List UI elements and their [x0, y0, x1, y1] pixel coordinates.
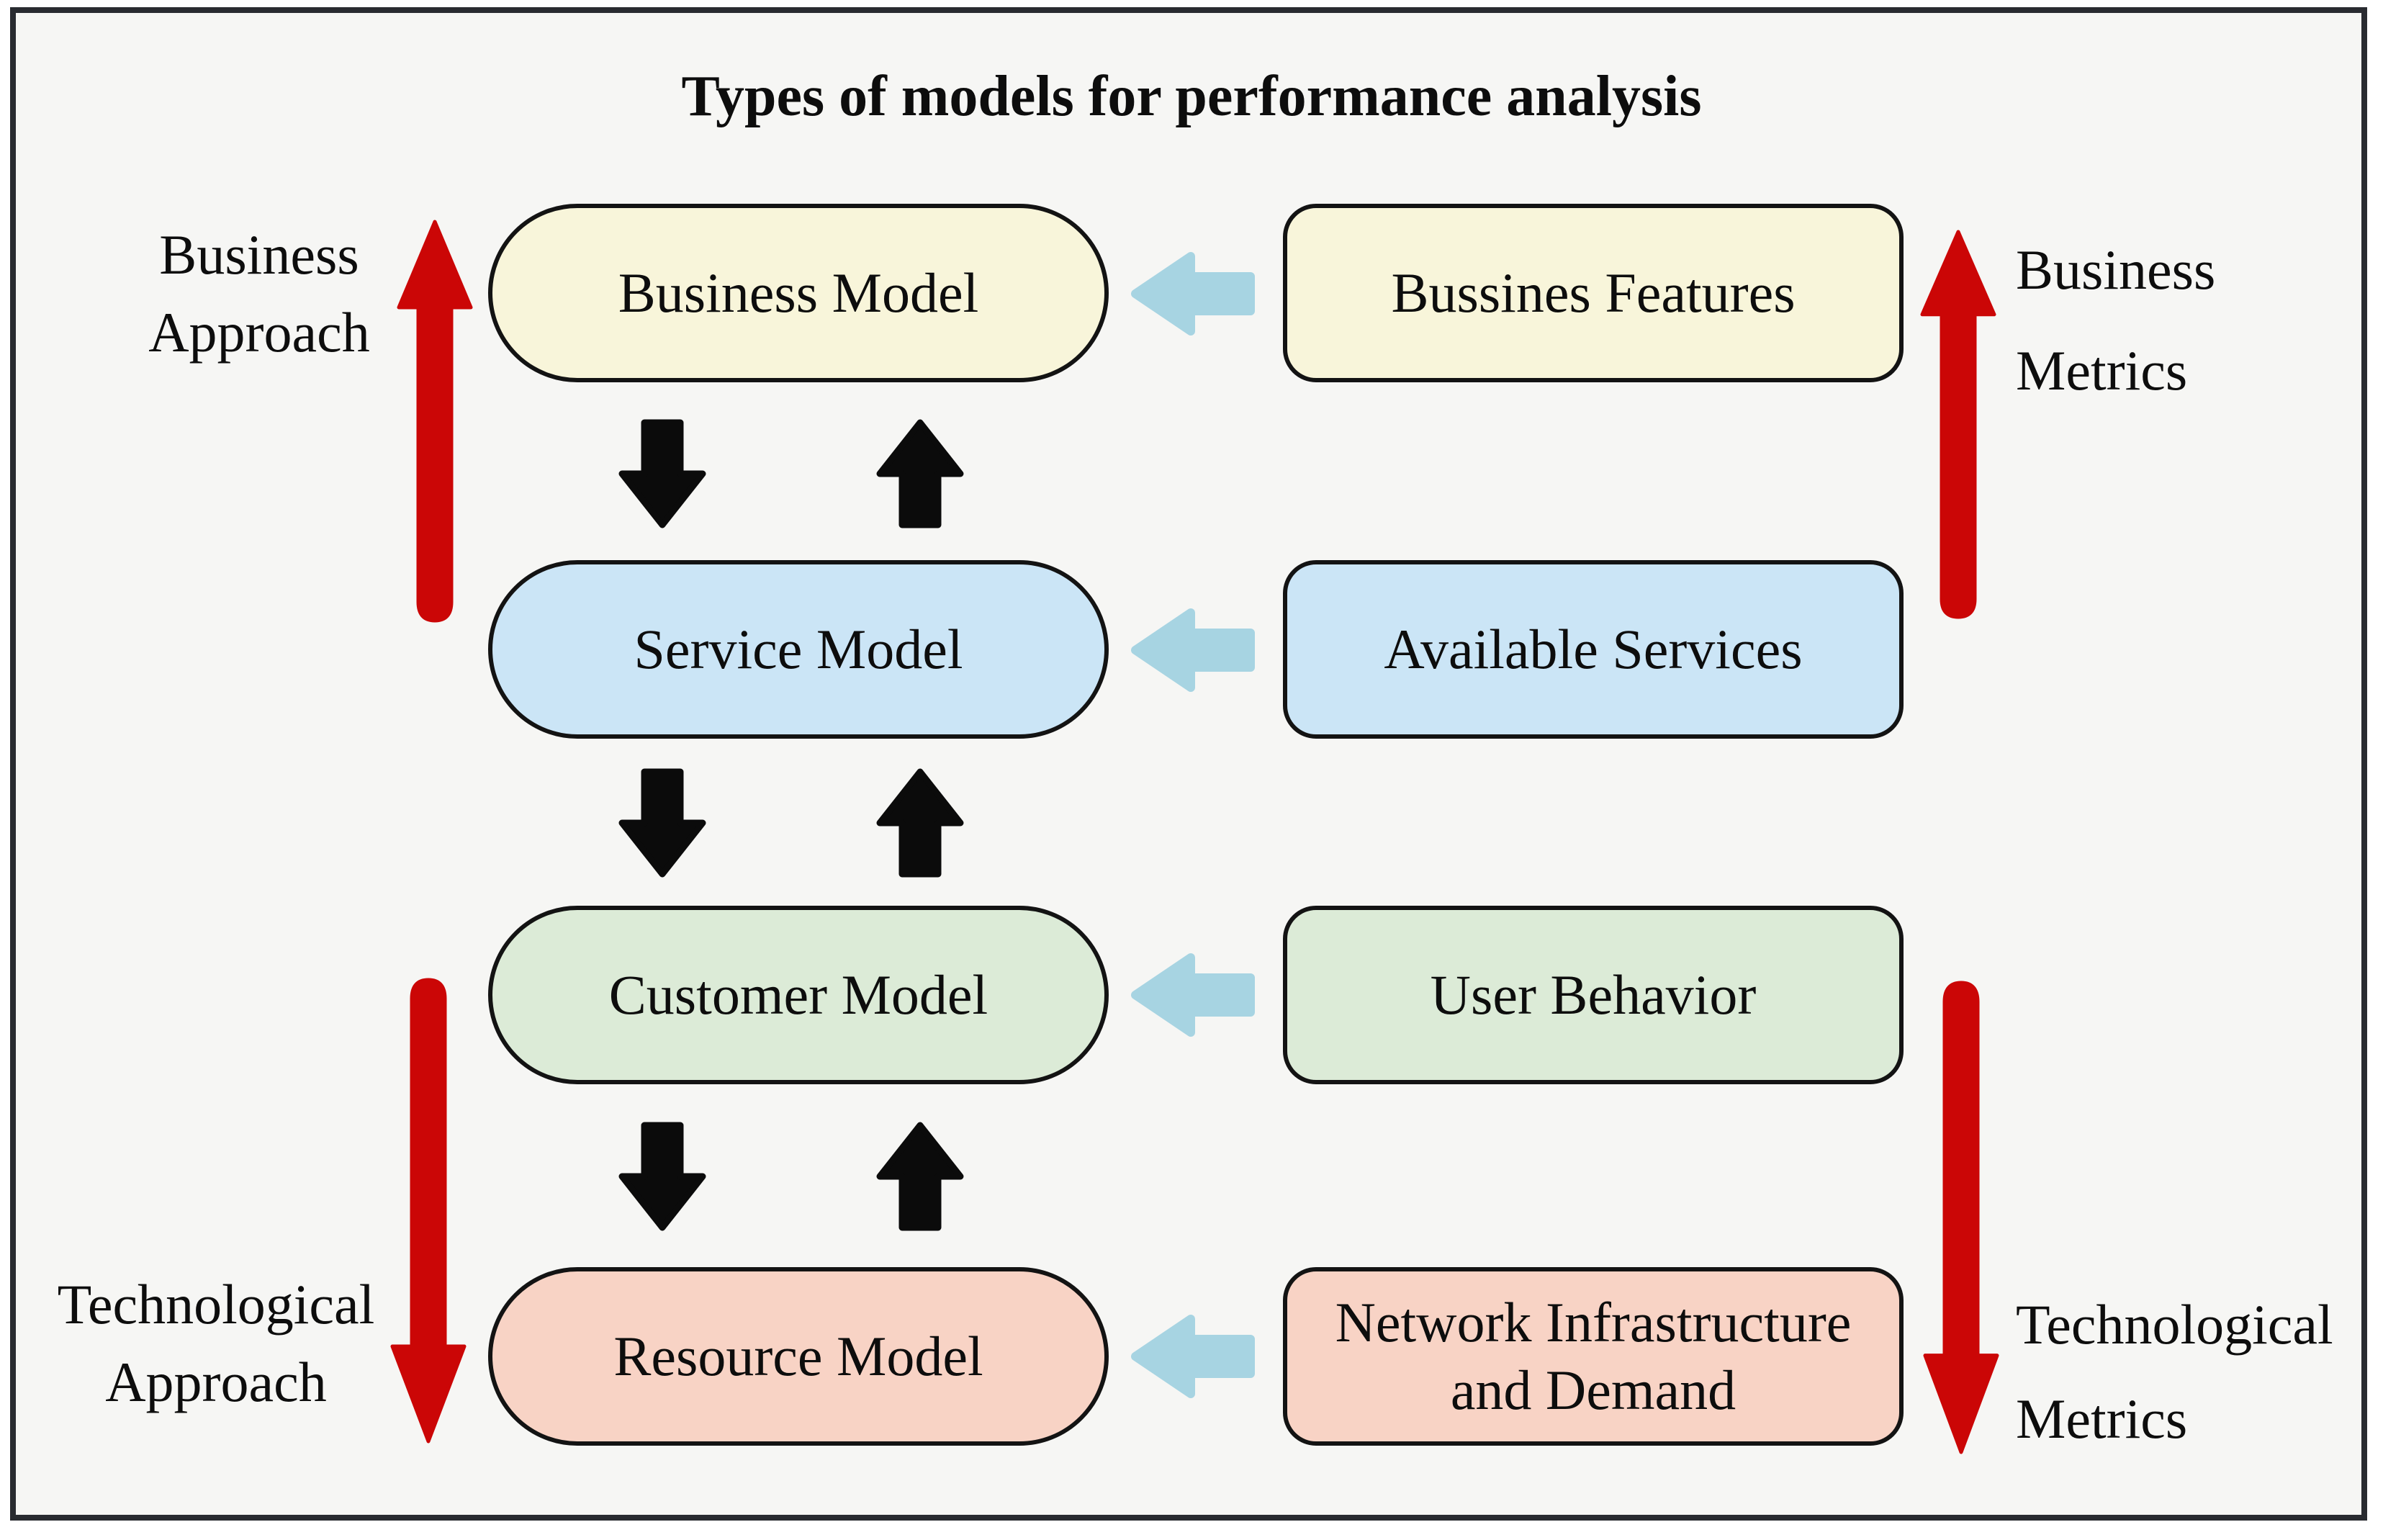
source-box-label: Bussines Features: [1391, 261, 1796, 324]
source-box-label: User Behavior: [1430, 963, 1757, 1026]
left-block-arrow-icon: [1131, 608, 1255, 692]
left-block-arrow-icon: [1131, 252, 1255, 336]
red-up-arrow-icon: [397, 220, 473, 623]
red-down-arrow-icon: [390, 978, 467, 1444]
model-box-business: Business Model: [488, 204, 1109, 382]
up-arrow-icon: [876, 419, 964, 528]
label-line: Technological: [2016, 1293, 2333, 1356]
source-box-user-behavior: User Behavior: [1283, 906, 1904, 1084]
label-line: Metrics: [2016, 1387, 2188, 1450]
technological-approach-label: Technological Approach: [14, 1266, 418, 1421]
up-arrow-icon: [876, 1122, 964, 1231]
model-box-customer: Customer Model: [488, 906, 1109, 1084]
left-block-arrow-icon: [1131, 953, 1255, 1037]
model-box-label: Resource Model: [613, 1325, 983, 1387]
model-box-service: Service Model: [488, 560, 1109, 739]
source-box-label: Network Infrastructure and Demand: [1335, 1291, 1852, 1421]
diagram-title: Types of models for performance analysis: [681, 65, 1702, 128]
label-line: Business: [2016, 238, 2216, 301]
source-box-network-infrastructure: Network Infrastructure and Demand: [1283, 1267, 1904, 1446]
model-box-label: Customer Model: [608, 963, 988, 1026]
down-arrow-icon: [618, 419, 706, 528]
source-box-available-services: Available Services: [1283, 560, 1904, 739]
label-line: Business: [159, 223, 359, 286]
red-down-arrow-icon: [1923, 981, 1999, 1454]
up-arrow-icon: [876, 768, 964, 878]
source-box-business-features: Bussines Features: [1283, 204, 1904, 382]
red-up-arrow-icon: [1920, 230, 1996, 619]
model-box-label: Business Model: [618, 261, 979, 324]
business-approach-label: Business Approach: [43, 216, 475, 372]
label-line: Approach: [105, 1351, 327, 1413]
label-line: Technological: [57, 1273, 375, 1336]
model-box-label: Service Model: [634, 618, 963, 680]
down-arrow-icon: [618, 768, 706, 878]
left-block-arrow-icon: [1131, 1315, 1255, 1398]
source-box-label: Available Services: [1384, 618, 1803, 680]
business-metrics-label: Business Metrics: [2016, 220, 2215, 421]
technological-metrics-label: Technological Metrics: [2016, 1277, 2333, 1466]
label-line: Metrics: [2016, 339, 2188, 402]
down-arrow-icon: [618, 1122, 706, 1231]
label-line: Approach: [148, 301, 370, 364]
model-box-resource: Resource Model: [488, 1267, 1109, 1446]
